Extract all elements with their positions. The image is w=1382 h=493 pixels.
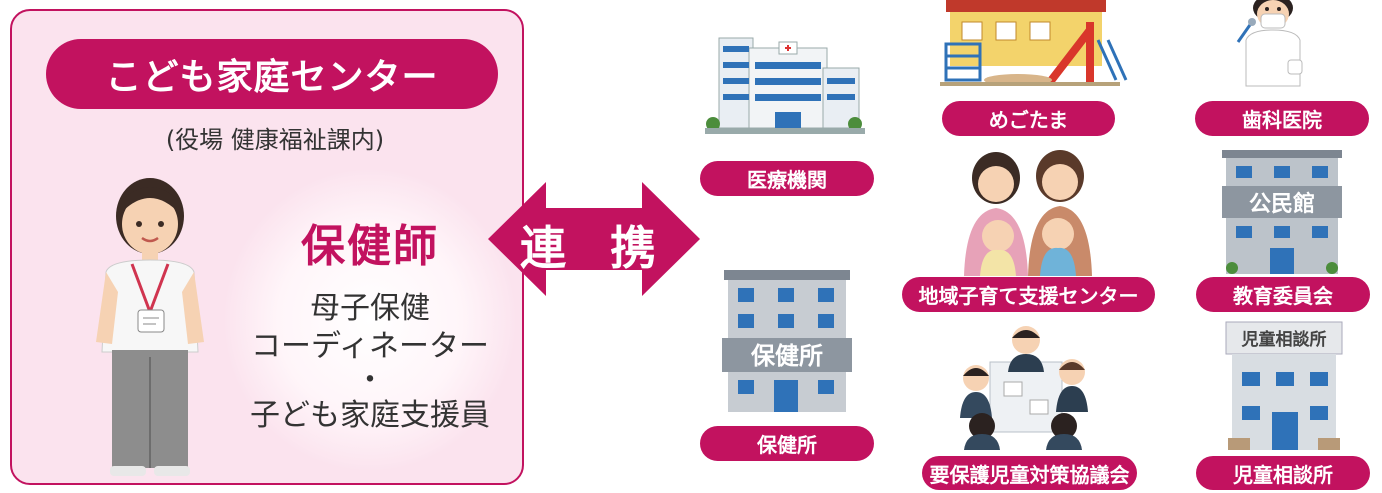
partner-chiiki: 地域子育て支援センター: [902, 277, 1155, 312]
role-line: 子ども家庭支援員: [250, 398, 490, 433]
center-title: こども家庭センター: [46, 39, 498, 109]
partner-hokenjo: 保健所: [700, 426, 874, 461]
center-subtitle: (役場 健康福祉課内): [165, 126, 385, 154]
child-guidance-center-illustration: 児童相談所: [1225, 321, 1343, 450]
role-highlight: [225, 170, 515, 470]
meeting-illustration: [960, 326, 1088, 450]
jidou-sign: 児童相談所: [1241, 329, 1327, 350]
partner-jidou: 児童相談所: [1196, 456, 1370, 490]
role-title: 保健師: [301, 221, 439, 272]
partner-youhogo: 要保護児童対策協議会: [922, 456, 1137, 490]
public-health-nurse-illustration: [96, 178, 204, 476]
kindergarten-illustration: [940, 0, 1128, 86]
role-line: コーディネーター: [251, 329, 489, 364]
link-label: 連 携: [520, 221, 671, 275]
kouminkan-sign: 公民館: [1249, 191, 1315, 217]
double-arrow-icon: [488, 182, 700, 296]
partner-shika: 歯科医院: [1195, 101, 1369, 136]
community-hall-illustration: 公民館: [1222, 150, 1342, 274]
childcare-support-illustration: [964, 150, 1092, 276]
health-center-illustration: 保健所: [722, 270, 852, 412]
partner-kyouiku: 教育委員会: [1196, 277, 1370, 312]
role-line: ・: [355, 363, 385, 398]
dentist-illustration: [1236, 0, 1303, 87]
partner-megutama: めごたま: [942, 101, 1115, 136]
partner-iryou: 医療機関: [700, 161, 874, 196]
hokenjo-sign: 保健所: [750, 342, 823, 370]
role-line: 母子保健: [310, 291, 430, 326]
hospital-illustration: [705, 37, 865, 134]
